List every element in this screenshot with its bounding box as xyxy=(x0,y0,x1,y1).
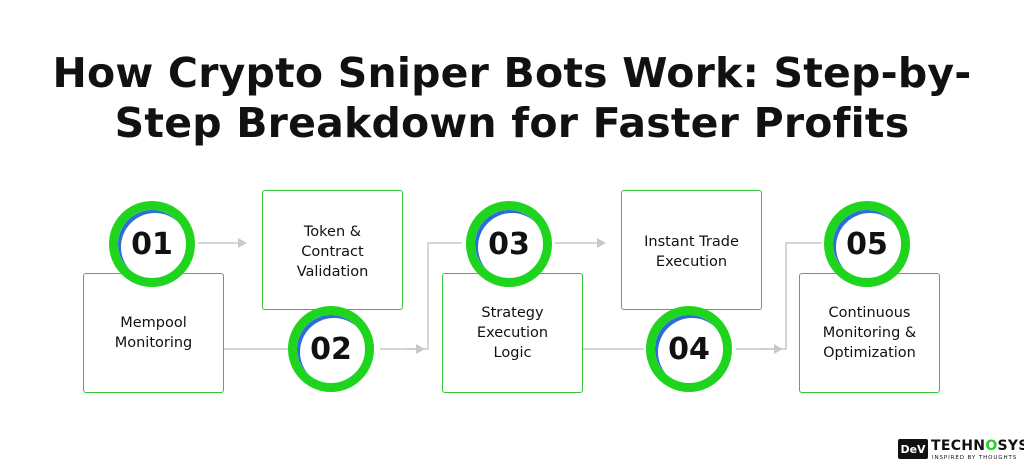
step-4-label: Instant Trade Execution xyxy=(644,234,739,270)
step-5-label: Continuous Monitoring & Optimization xyxy=(822,305,917,361)
step-1-box: Mempool Monitoring xyxy=(83,273,224,393)
step-2-number-badge: 02 xyxy=(288,306,374,392)
logo-tagline: INSPIRED BY THOUGHTS xyxy=(932,455,1018,461)
step-3-number: 03 xyxy=(488,226,530,262)
step-2-number: 02 xyxy=(310,331,352,367)
step-4-box: Instant Trade Execution xyxy=(621,190,762,310)
step-3-label: Strategy Execution Logic xyxy=(476,305,549,361)
step-3-number-badge: 03 xyxy=(466,201,552,287)
title-line-1: How Crypto Sniper Bots Work: Step-by- xyxy=(52,49,972,97)
connector-elbow xyxy=(380,242,462,350)
step-1-number-badge: 01 xyxy=(109,201,195,287)
step-4-number: 04 xyxy=(668,331,710,367)
step-2-label: Token & Contract Validation xyxy=(296,224,369,280)
brand-logo: DeV TECHNOSYS INSPIRED BY THOUGHTS xyxy=(898,438,1024,466)
step-1-label: Mempool Monitoring xyxy=(114,315,193,351)
step-5-number: 05 xyxy=(846,226,888,262)
step-4-number-badge: 04 xyxy=(646,306,732,392)
step-1-number: 01 xyxy=(131,226,173,262)
title-line-2: Step Breakdown for Faster Profits xyxy=(114,99,910,147)
step-5-number-badge: 05 xyxy=(824,201,910,287)
logo-wordmark: TECHNOSYS xyxy=(931,438,1024,454)
step-5-box: Continuous Monitoring & Optimization xyxy=(799,273,940,393)
step-2-box: Token & Contract Validation xyxy=(262,190,403,310)
step-3-box: Strategy Execution Logic xyxy=(442,273,583,393)
logo-mark: DeV xyxy=(898,439,928,459)
page-title: How Crypto Sniper Bots Work: Step-by- St… xyxy=(0,48,1024,148)
